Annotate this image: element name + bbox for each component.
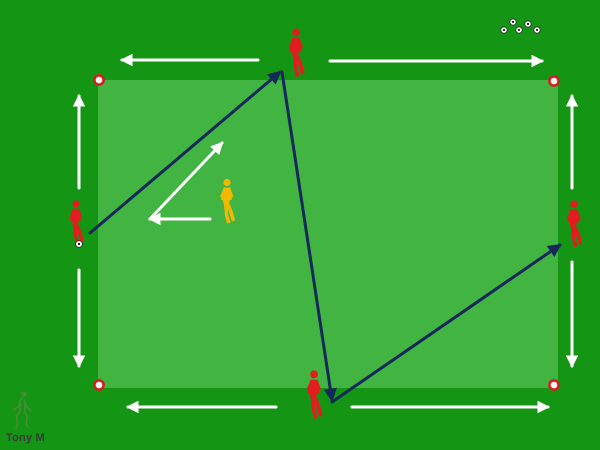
- defender-diagonal-arrow: [148, 141, 224, 221]
- author-label: Tony M: [6, 432, 45, 444]
- stack-ball-icon: [509, 18, 517, 26]
- cone-top-left: [93, 74, 105, 86]
- pitch-area: [98, 80, 558, 388]
- cones: [93, 74, 560, 391]
- cone-top-right: [548, 75, 560, 87]
- movement-arrows: [72, 53, 579, 414]
- stack-ball-icon: [500, 26, 508, 34]
- cone-bottom-right: [548, 379, 560, 391]
- pass-bottom-to-right: [330, 243, 562, 404]
- stack-ball-icon: [524, 20, 532, 28]
- stack-ball-icon: [533, 26, 541, 34]
- ball-stack: [500, 18, 541, 34]
- pass-top-to-bottom: [280, 70, 337, 403]
- pass-left-to-top: [88, 70, 282, 235]
- author-logo-icon: [13, 391, 32, 429]
- ball-icon: [75, 240, 83, 248]
- stack-ball-icon: [515, 26, 523, 34]
- pass-lines: [88, 70, 562, 404]
- cone-bottom-left: [93, 379, 105, 391]
